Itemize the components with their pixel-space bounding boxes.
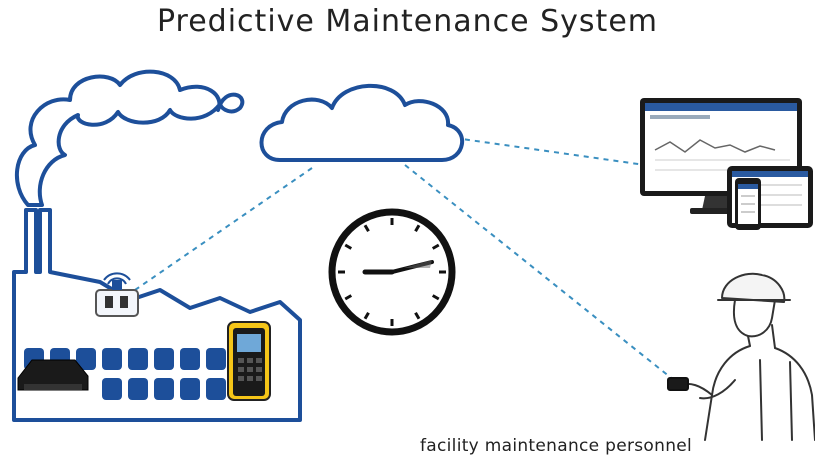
factory-window	[102, 348, 122, 370]
hub-device-icon	[17, 359, 89, 391]
factory-window	[128, 378, 148, 400]
factory-window	[76, 348, 96, 370]
cloud-icon	[259, 83, 465, 162]
factory-window	[180, 378, 200, 400]
clock-tick	[431, 243, 440, 250]
connector-cloud-monitor	[454, 137, 646, 166]
factory-window	[206, 378, 226, 400]
clock-tick	[344, 294, 353, 301]
phone-icon	[735, 178, 761, 230]
factory-window	[206, 348, 226, 370]
technician-icon	[667, 272, 815, 441]
factory-window	[154, 348, 174, 370]
smoke-icon	[14, 69, 245, 207]
factory-window	[128, 348, 148, 370]
clock-icon	[328, 208, 456, 336]
connector-sensor-cloud	[134, 167, 313, 291]
diagram-caption: facility maintenance personnel	[420, 436, 693, 456]
factory-window	[180, 348, 200, 370]
clock-tick	[344, 243, 353, 250]
vibration-analyzer-icon	[227, 321, 271, 401]
wireless-sensor-icon	[95, 272, 139, 317]
connector-cloud-technician	[404, 164, 681, 386]
clock-tick	[414, 224, 421, 233]
clock-tick	[431, 294, 440, 301]
factory-window	[154, 378, 174, 400]
diagram-title: Predictive Maintenance System	[156, 4, 659, 39]
clock-tick	[414, 311, 421, 320]
factory-window	[102, 378, 122, 400]
clock-tick	[363, 224, 370, 233]
clock-tick	[363, 311, 370, 320]
